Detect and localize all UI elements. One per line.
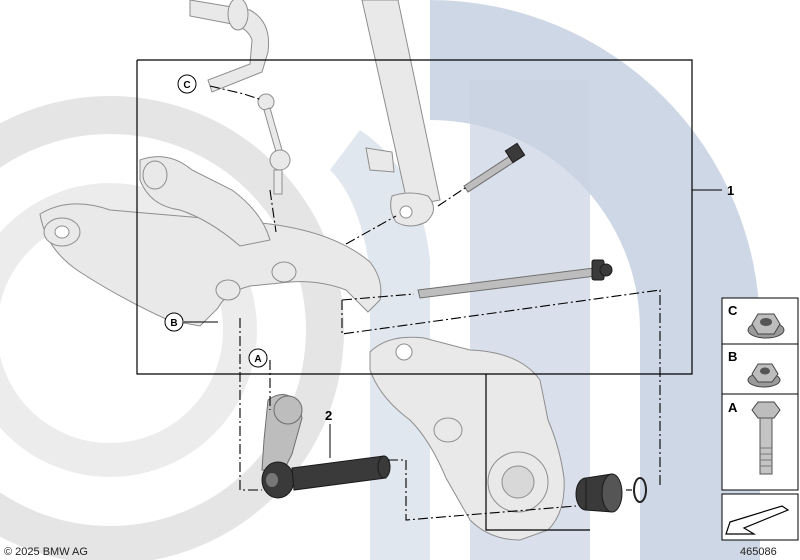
diagram-number: 465086 (740, 546, 777, 558)
svg-text:B: B (170, 318, 177, 329)
legend-item-a: A (721, 393, 799, 491)
copyright-text: © 2025 BMW AG (4, 546, 88, 558)
hex-bolt-icon (751, 401, 781, 475)
legend-item-c: C (721, 297, 799, 345)
leader-lines (184, 85, 722, 521)
wheel-carrier (369, 336, 565, 541)
svg-text:B: B (728, 349, 737, 364)
toe-link (261, 394, 391, 499)
flange-nut-icon (747, 313, 785, 339)
rubber-bushing (575, 473, 623, 513)
fastener-legend: C B A (721, 297, 799, 541)
control-arm (39, 156, 382, 327)
stabilizer-link (257, 93, 291, 195)
callout-ref-a: A (248, 348, 268, 368)
callout-ref-c: C (177, 74, 197, 94)
svg-text:C: C (728, 303, 738, 318)
legend-item-b: B (721, 343, 799, 395)
assembly-frame (136, 59, 693, 531)
callout-item-1: 1 (727, 183, 734, 198)
stabilizer-bar (189, 0, 270, 93)
watermark-logo (0, 0, 760, 560)
callout-ref-b: B (164, 312, 184, 332)
legend-item-arrow (721, 493, 799, 541)
long-bolt-lower (417, 259, 613, 299)
svg-text:A: A (254, 354, 261, 365)
arrow-icon (725, 505, 790, 535)
shock-absorber (361, 0, 441, 227)
callout-item-2: 2 (325, 408, 332, 423)
svg-text:C: C (183, 80, 190, 91)
sealing-ring (633, 477, 647, 503)
hex-nut-icon (747, 363, 781, 388)
svg-text:A: A (728, 400, 738, 415)
long-bolt-upper (463, 142, 526, 193)
